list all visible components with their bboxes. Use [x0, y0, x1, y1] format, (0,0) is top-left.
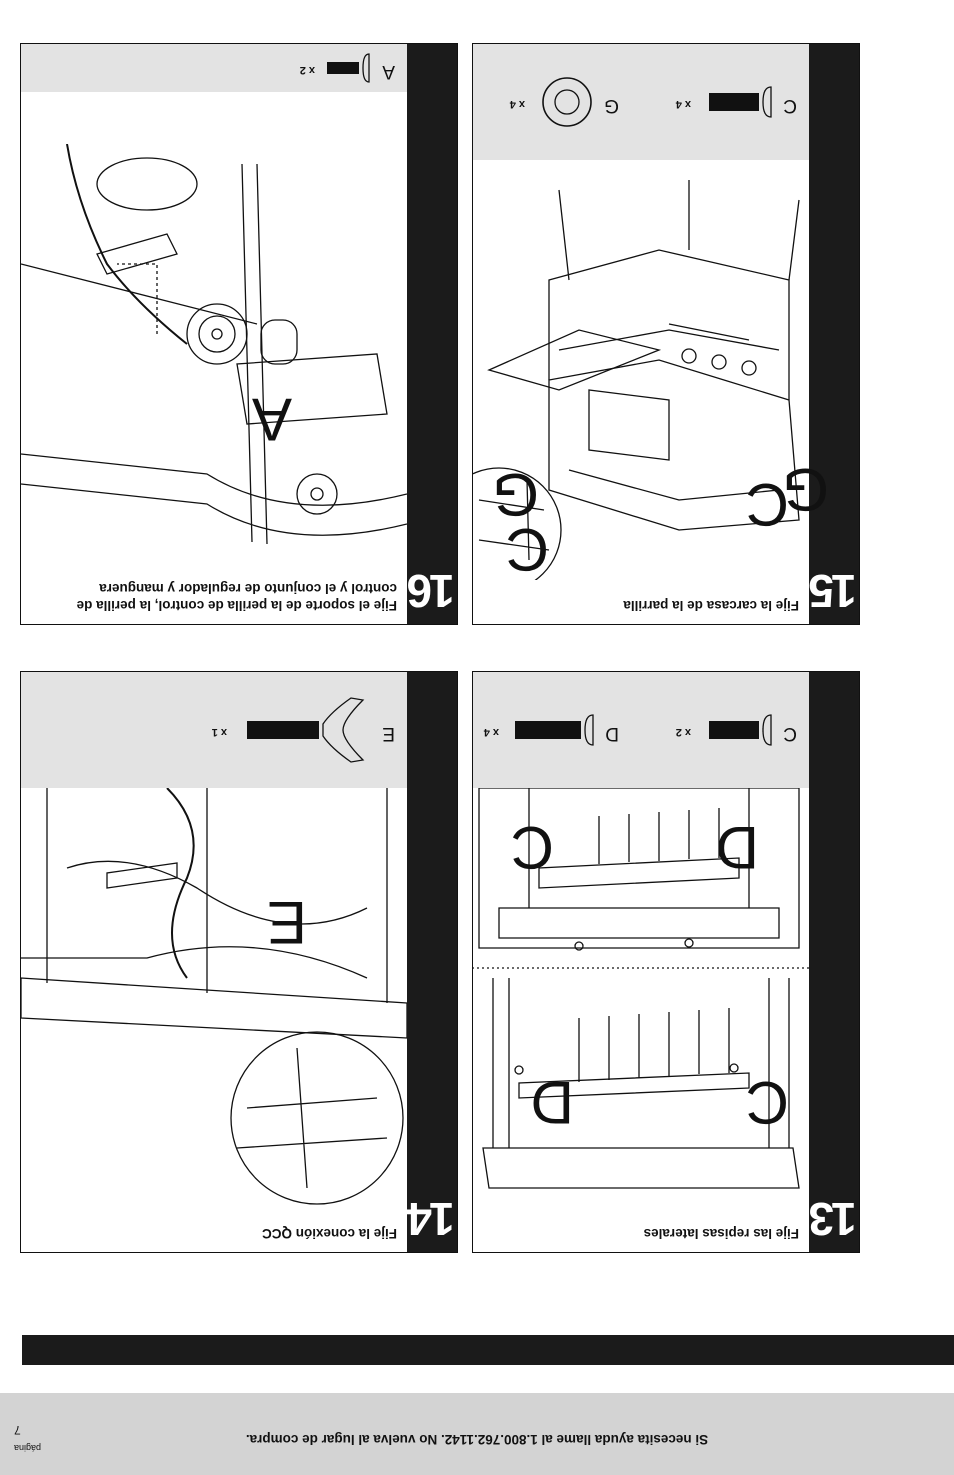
step-number-strip: 15 — [809, 44, 859, 624]
step-14-panel: 14 Fije la conexión QCC E E — [20, 671, 458, 1253]
hardware-letter: D — [605, 723, 619, 744]
hardware-letter: E — [382, 723, 395, 744]
side-shelves-illustration — [473, 788, 809, 1189]
hardware-qty: x 2 — [299, 64, 315, 76]
step-13-panel: 13 Fije las repisas laterales C D D C — [472, 671, 860, 1253]
callout-g: G — [492, 461, 539, 528]
step-16-panel: 16 Fije el soporte de la perilla de cont… — [20, 43, 458, 625]
hardware-item-d: D x 4 — [472, 672, 627, 788]
step-title: Fije el soporte de la perilla de control… — [76, 581, 397, 613]
callout-c: C — [510, 814, 554, 881]
bolt-icon — [709, 714, 772, 746]
hardware-item-c: C x 2 — [645, 672, 805, 788]
step-number: 14 — [409, 1193, 455, 1245]
hardware-qty: x 4 — [509, 98, 525, 110]
step-number: 16 — [409, 565, 455, 617]
hardware-qty: x 4 — [675, 98, 691, 110]
footer: Si necesita ayuda llame al 1.800.762.114… — [0, 1393, 954, 1475]
qcc-connection-illustration — [21, 788, 407, 1205]
section-band — [22, 1335, 954, 1365]
callout-a: A — [251, 386, 292, 453]
step-number-strip: 16 — [407, 44, 457, 624]
step-title: Fije la conexión QCC — [261, 1226, 397, 1241]
hardware-item-e: E x 1 — [183, 672, 403, 788]
hardware-bar: A x 2 — [21, 44, 407, 92]
callout-d: D — [715, 814, 759, 881]
control-knob-illustration — [21, 144, 407, 545]
hardware-bar: E x 1 — [21, 672, 407, 788]
step-title: Fije las repisas laterales — [643, 1226, 799, 1241]
callout-e: E — [266, 889, 307, 956]
screw-icon — [327, 53, 370, 83]
hardware-item-a: A x 2 — [243, 44, 403, 92]
hardware-letter: G — [604, 95, 619, 116]
hardware-letter: C — [783, 723, 797, 744]
hardware-qty: x 4 — [483, 726, 499, 738]
washer-icon — [542, 77, 592, 127]
hardware-item-c: C x 4 — [645, 44, 805, 160]
step-number-strip: 14 — [407, 672, 457, 1252]
step-number-strip: 13 — [809, 672, 859, 1252]
step-number: 15 — [811, 565, 857, 617]
hardware-letter: C — [783, 95, 797, 116]
page-number: 7 — [14, 1423, 21, 1437]
step-title: Fije la carcasa de la parrilla — [623, 598, 799, 613]
page-label: página — [14, 1443, 42, 1453]
hardware-bar: C x 4 G x 4 — [473, 44, 809, 160]
bolt-icon — [709, 86, 772, 118]
hardware-qty: x 1 — [211, 726, 227, 738]
hardware-item-g: G x 4 — [472, 44, 627, 160]
callout-c: C — [745, 1069, 789, 1136]
hardware-bar: C x 2 D x 4 — [473, 672, 809, 788]
hardware-letter: A — [382, 61, 395, 82]
bolt-icon — [515, 714, 594, 746]
callout-d: D — [530, 1069, 574, 1136]
step-number: 13 — [811, 1193, 857, 1245]
wing-nut-icon — [247, 697, 365, 763]
help-text: Si necesita ayuda llame al 1.800.762.114… — [245, 1432, 709, 1447]
callout-g: G — [782, 456, 829, 523]
step-15-panel: 15 Fije la carcasa de la parrilla C G C … — [472, 43, 860, 625]
callout-c: C — [505, 516, 549, 583]
grill-housing-illustration — [473, 180, 800, 580]
hardware-qty: x 2 — [675, 726, 691, 738]
